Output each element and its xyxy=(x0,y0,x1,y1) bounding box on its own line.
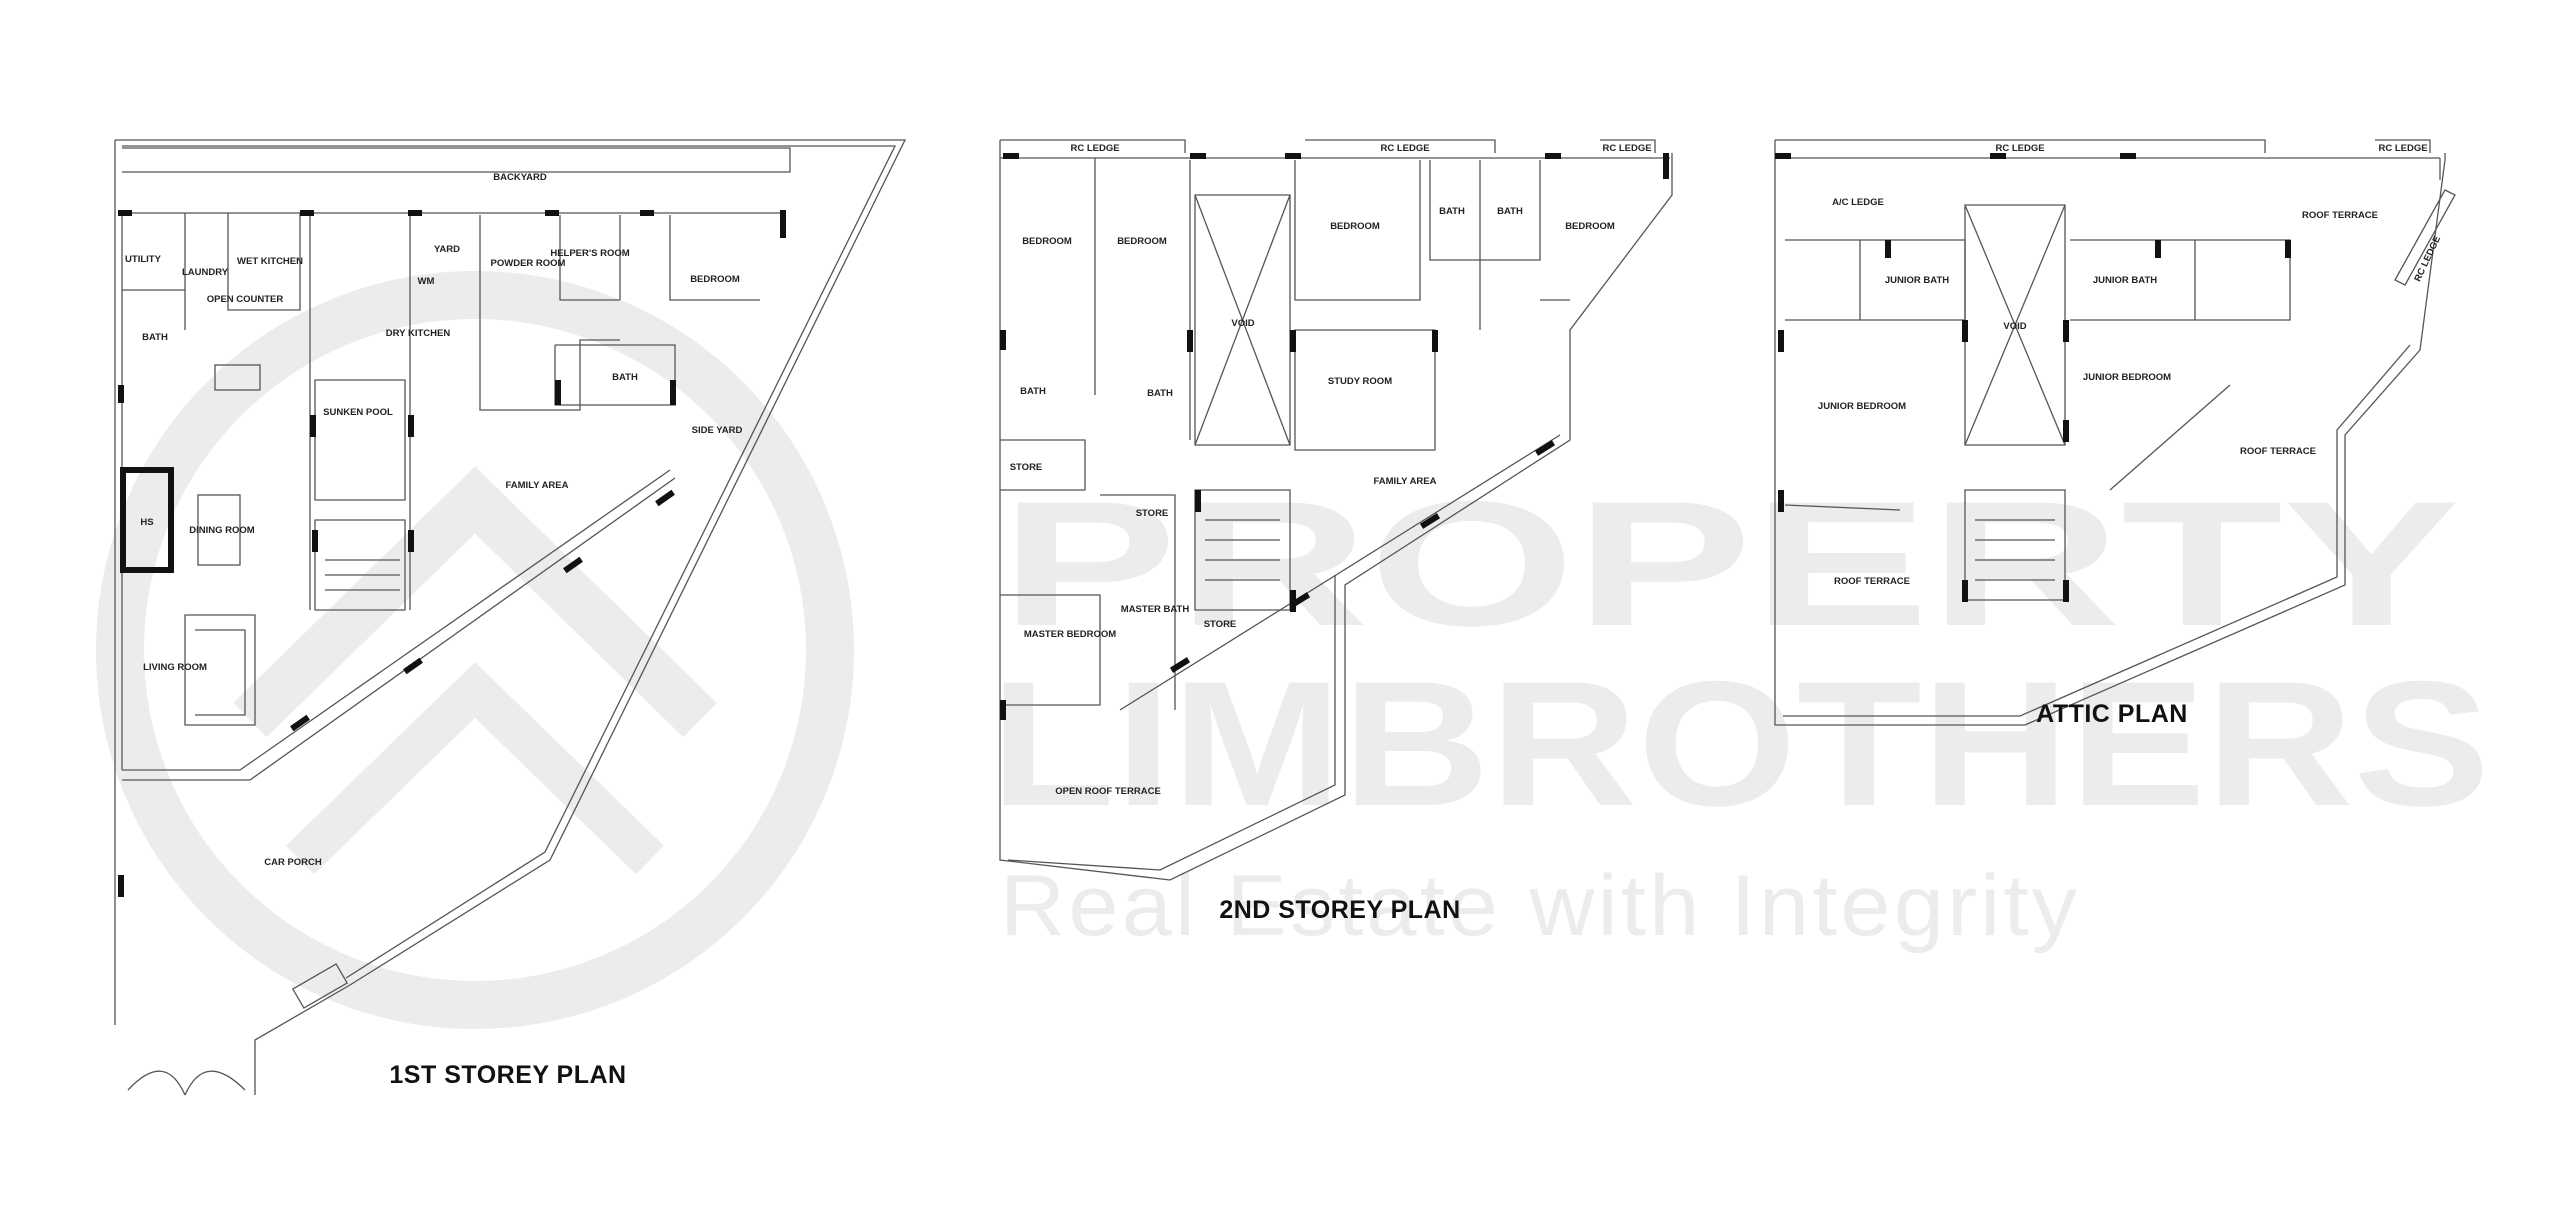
attic-boundary xyxy=(1774,140,2446,726)
room-label-sunken-pool: SUNKEN POOL xyxy=(323,407,393,418)
room-label-bath-center: BATH xyxy=(1147,388,1173,399)
second-storey-ledges xyxy=(1000,139,1656,153)
room-label-master-bedroom: MASTER BEDROOM xyxy=(1024,629,1116,640)
first-storey-counter xyxy=(214,364,261,391)
room-label-roof-terrace-right: ROOF TERRACE xyxy=(2240,446,2316,457)
room-label-store-2: STORE xyxy=(1136,508,1169,519)
room-label-backyard: BACKYARD xyxy=(493,172,547,183)
room-label-void: VOID xyxy=(1231,318,1254,329)
room-label-junior-bath-left: JUNIOR BATH xyxy=(1885,275,1949,286)
second-storey-glazing xyxy=(1119,434,1561,711)
room-label-car-porch: CAR PORCH xyxy=(264,857,322,868)
room-label-roof-terrace-bottom: ROOF TERRACE xyxy=(1834,576,1910,587)
second-storey-boundary xyxy=(999,140,1673,881)
room-label-rc-ledge-left: RC LEDGE xyxy=(1070,143,1119,154)
room-label-wet-kitchen: WET KITCHEN xyxy=(237,256,303,267)
room-label-ac-ledge: A/C LEDGE xyxy=(1832,197,1884,208)
room-label-rc-ledge-right: RC LEDGE xyxy=(2378,143,2427,154)
first-storey-backyard-wall xyxy=(122,147,791,173)
room-label-store-1: STORE xyxy=(1010,462,1043,473)
room-label-dry-kitchen: DRY KITCHEN xyxy=(386,328,451,339)
second-storey-labels: RC LEDGE RC LEDGE RC LEDGE BEDROOM BEDRO… xyxy=(1010,143,1652,797)
room-label-wm: WM xyxy=(418,276,435,287)
plan-title-first-storey: 1ST STOREY PLAN xyxy=(389,1061,626,1089)
first-storey-labels: BACKYARD UTILITY LAUNDRY WET KITCHEN OPE… xyxy=(125,172,742,868)
room-label-bedroom-1: BEDROOM xyxy=(1022,236,1072,247)
first-storey-gate xyxy=(127,1070,246,1096)
watermark-emblem xyxy=(96,271,854,1029)
room-label-laundry: LAUNDRY xyxy=(182,267,229,278)
attic-rear-wall xyxy=(1775,157,2441,180)
room-label-bath-top-2: BATH xyxy=(1497,206,1523,217)
first-storey-stair xyxy=(314,519,406,611)
room-label-open-counter: OPEN COUNTER xyxy=(207,294,284,305)
room-label-bedroom-2: BEDROOM xyxy=(1117,236,1167,247)
room-label-hs: HS xyxy=(140,517,153,528)
attic-wall-blocks xyxy=(1775,153,2291,602)
first-storey-hs-room xyxy=(120,467,174,573)
room-label-powder-room: POWDER ROOM xyxy=(491,258,566,269)
room-label-study-room: STUDY ROOM xyxy=(1328,376,1392,387)
room-label-bath-utility: BATH xyxy=(142,332,168,343)
watermark-line2: LIMBROTHERS xyxy=(990,644,2490,843)
room-label-side-yard: SIDE YARD xyxy=(692,425,743,436)
room-label-open-roof-terrace: OPEN ROOF TERRACE xyxy=(1055,786,1161,797)
room-label-void: VOID xyxy=(2003,321,2026,332)
room-label-rc-ledge-mid: RC LEDGE xyxy=(1380,143,1429,154)
second-storey-store-area xyxy=(1000,439,1176,710)
room-label-bath-left: BATH xyxy=(1020,386,1046,397)
attic-side-ledge xyxy=(2394,189,2456,286)
plan-title-second-storey: 2ND STOREY PLAN xyxy=(1219,896,1460,924)
room-label-master-bath: MASTER BATH xyxy=(1121,604,1190,615)
room-label-bedroom-3: BEDROOM xyxy=(1330,221,1380,232)
first-storey-meter-box xyxy=(291,963,349,1009)
watermark-line1: PROPERTY xyxy=(1000,464,2460,663)
room-label-utility: UTILITY xyxy=(125,254,162,265)
room-label-yard: YARD xyxy=(434,244,460,255)
second-storey-bedroom xyxy=(1294,160,1421,301)
room-label-rc-ledge-left: RC LEDGE xyxy=(1995,143,2044,154)
first-storey-pool xyxy=(314,379,406,501)
room-label-store-3: STORE xyxy=(1204,619,1237,630)
room-label-roof-terrace-top: ROOF TERRACE xyxy=(2302,210,2378,221)
second-storey-wall-blocks xyxy=(1000,153,1669,720)
second-storey-baths xyxy=(1429,160,1570,330)
room-label-dining-room: DINING ROOM xyxy=(189,525,255,536)
attic-ledges xyxy=(1775,139,2431,153)
first-storey-utility-wall xyxy=(122,213,301,330)
room-label-junior-bath-right: JUNIOR BATH xyxy=(2093,275,2157,286)
room-label-family-area: FAMILY AREA xyxy=(1374,476,1437,487)
attic-boundary-inner xyxy=(1783,344,2411,717)
room-label-bath-top-1: BATH xyxy=(1439,206,1465,217)
second-storey-boundary-inner xyxy=(1007,575,1336,871)
room-label-bedroom: BEDROOM xyxy=(690,274,740,285)
first-storey-wall-blocks xyxy=(118,210,786,897)
first-storey-boundary xyxy=(114,139,907,1095)
second-storey-study xyxy=(1294,329,1436,451)
watermark-tagline: Real Estate with Integrity xyxy=(1000,858,2080,954)
first-storey-sofa xyxy=(184,614,256,726)
room-label-family-area: FAMILY AREA xyxy=(506,480,569,491)
plan-title-attic: ATTIC PLAN xyxy=(2036,700,2188,728)
room-label-helpers-room: HELPER'S ROOM xyxy=(550,248,629,259)
first-storey-glazing xyxy=(239,469,676,781)
second-storey-void xyxy=(1194,194,1291,446)
first-storey-helper-room xyxy=(559,215,760,301)
attic-glazing xyxy=(1784,384,2231,511)
attic-void xyxy=(1964,204,2066,446)
attic-junior-baths xyxy=(1785,239,2291,321)
room-label-junior-bedroom-right: JUNIOR BEDROOM xyxy=(2083,372,2171,383)
room-label-junior-bedroom-left: JUNIOR BEDROOM xyxy=(1818,401,1906,412)
second-storey-plan: RC LEDGE RC LEDGE RC LEDGE BEDROOM BEDRO… xyxy=(999,139,1673,924)
room-label-rc-ledge-right: RC LEDGE xyxy=(1602,143,1651,154)
first-storey-boundary-inner xyxy=(122,145,897,979)
first-storey-front-wall xyxy=(122,769,250,781)
room-label-bath: BATH xyxy=(612,372,638,383)
first-storey-plan: BACKYARD UTILITY LAUNDRY WET KITCHEN OPE… xyxy=(114,139,907,1096)
first-storey-dining-table xyxy=(197,494,241,566)
room-label-living-room: LIVING ROOM xyxy=(143,662,207,673)
room-label-bedroom-4: BEDROOM xyxy=(1565,221,1615,232)
